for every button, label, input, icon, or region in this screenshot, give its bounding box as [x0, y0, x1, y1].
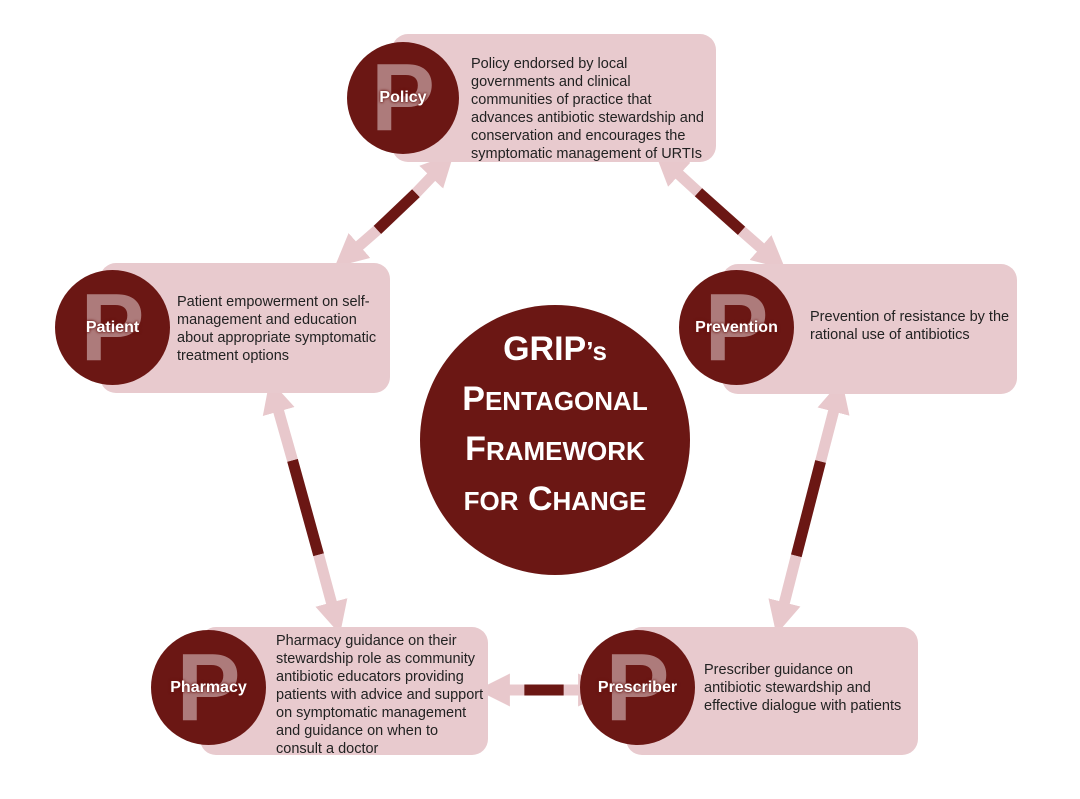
link-policy-patient-arrow-b: [334, 225, 381, 268]
prevention-description: Prevention of resistance by the rational…: [810, 309, 1010, 343]
center-title-line-4: FOR CHANGE: [463, 480, 647, 518]
center-title-line-1: GRIP’s: [503, 330, 607, 368]
prescriber-node: P Prescriber: [580, 630, 695, 745]
link-prevention-prescriber-arrow-b: [768, 554, 802, 635]
prescriber-label: Prescriber: [597, 678, 678, 696]
prevention-label: Prevention: [695, 318, 778, 336]
link-prevention-prescriber-arrow-a: [815, 379, 850, 463]
policy-label: Policy: [379, 89, 427, 106]
pharmacy-description: Pharmacy guidance on their stewardship r…: [276, 633, 484, 757]
policy-letter: P: [370, 44, 436, 151]
link-policy-prevention-arrow-b: [737, 226, 786, 270]
link-policy-prevention-core: [694, 188, 746, 235]
prescriber-description: Prescriber guidance on antibiotic stewar…: [704, 662, 902, 714]
center-title-circle: GRIP’s PENTAGONAL FRAMEWORK FOR CHANGE: [420, 305, 690, 575]
pharmacy-letter: P: [176, 633, 241, 741]
policy-node: P Policy: [347, 42, 459, 154]
patient-letter: P: [80, 273, 145, 381]
link-pharmacy-patient-arrow-b: [262, 379, 298, 462]
link-policy-patient-core: [373, 189, 420, 234]
prescriber-letter: P: [605, 633, 670, 741]
center-title-line-2: PENTAGONAL: [462, 380, 648, 418]
center-title-line-3: FRAMEWORK: [465, 430, 645, 468]
link-pharmacy-patient-core: [287, 458, 324, 557]
pharmacy-node: P Pharmacy: [151, 630, 266, 745]
prevention-letter: P: [704, 273, 769, 381]
patient-description: Patient empowerment on self-management a…: [177, 294, 377, 364]
policy-description: Policy endorsed by local governments and…: [471, 56, 704, 162]
link-pharmacy-patient-arrow-a: [313, 553, 348, 635]
link-policy-prevention-arrow-a: [654, 152, 703, 197]
prevention-node: P Prevention: [679, 270, 794, 385]
patient-label: Patient: [85, 318, 140, 336]
patient-node: P Patient: [55, 270, 170, 385]
pharmacy-label: Pharmacy: [170, 678, 247, 696]
link-policy-patient-arrow-a: [412, 153, 454, 197]
link-prevention-prescriber-core: [790, 460, 826, 558]
